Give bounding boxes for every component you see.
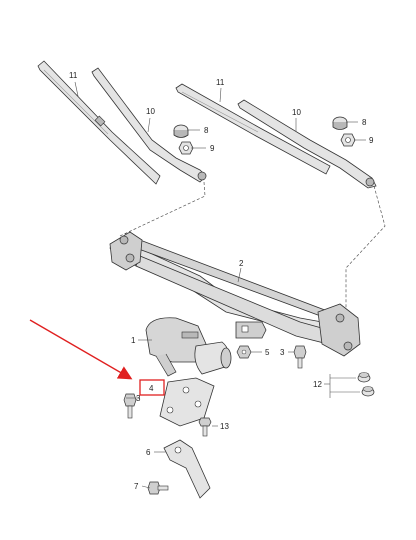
bolt-13 [198,417,212,437]
nut-5 [236,345,252,359]
alignment-dashes [119,181,386,322]
callout-5: 5 [265,348,270,357]
bolt-3-right [293,345,307,369]
wiper-arm-left [91,67,207,183]
callout-4: 4 [149,384,154,393]
red-pointer-arrow [29,319,133,380]
callout-13: 13 [220,422,229,431]
callout-7: 7 [134,482,139,491]
highlight-box-4 [139,379,165,396]
bolt-3-left [123,393,137,419]
wiper-blade-right [175,83,331,175]
callout-9-right: 9 [369,136,374,145]
grommet-12-upper [357,372,371,383]
nut-right [340,133,356,147]
callout-10-right: 10 [292,108,301,117]
callout-6: 6 [146,448,151,457]
callout-3-left: 3 [136,394,141,403]
lower-bracket [163,439,211,499]
bolt-7 [147,481,169,495]
callout-9-left: 9 [210,144,215,153]
wiper-motor [145,317,232,377]
callout-10-left: 10 [146,107,155,116]
cap-left [173,124,189,138]
cap-right [332,116,348,130]
callout-2: 2 [239,259,244,268]
wiper-blade-left [37,60,161,185]
callout-11-right: 11 [216,78,225,87]
leader-lines [74,81,366,489]
wiper-arm-right [237,99,377,189]
callout-12: 12 [313,380,322,389]
nut-left [178,141,194,155]
callout-3-right: 3 [280,348,285,357]
callout-11-left: 11 [69,71,78,80]
callout-8-left: 8 [204,126,209,135]
wiper-linkage-frame [109,231,361,357]
grommet-12-lower [361,386,375,397]
callout-1: 1 [131,336,136,345]
callout-8-right: 8 [362,118,367,127]
